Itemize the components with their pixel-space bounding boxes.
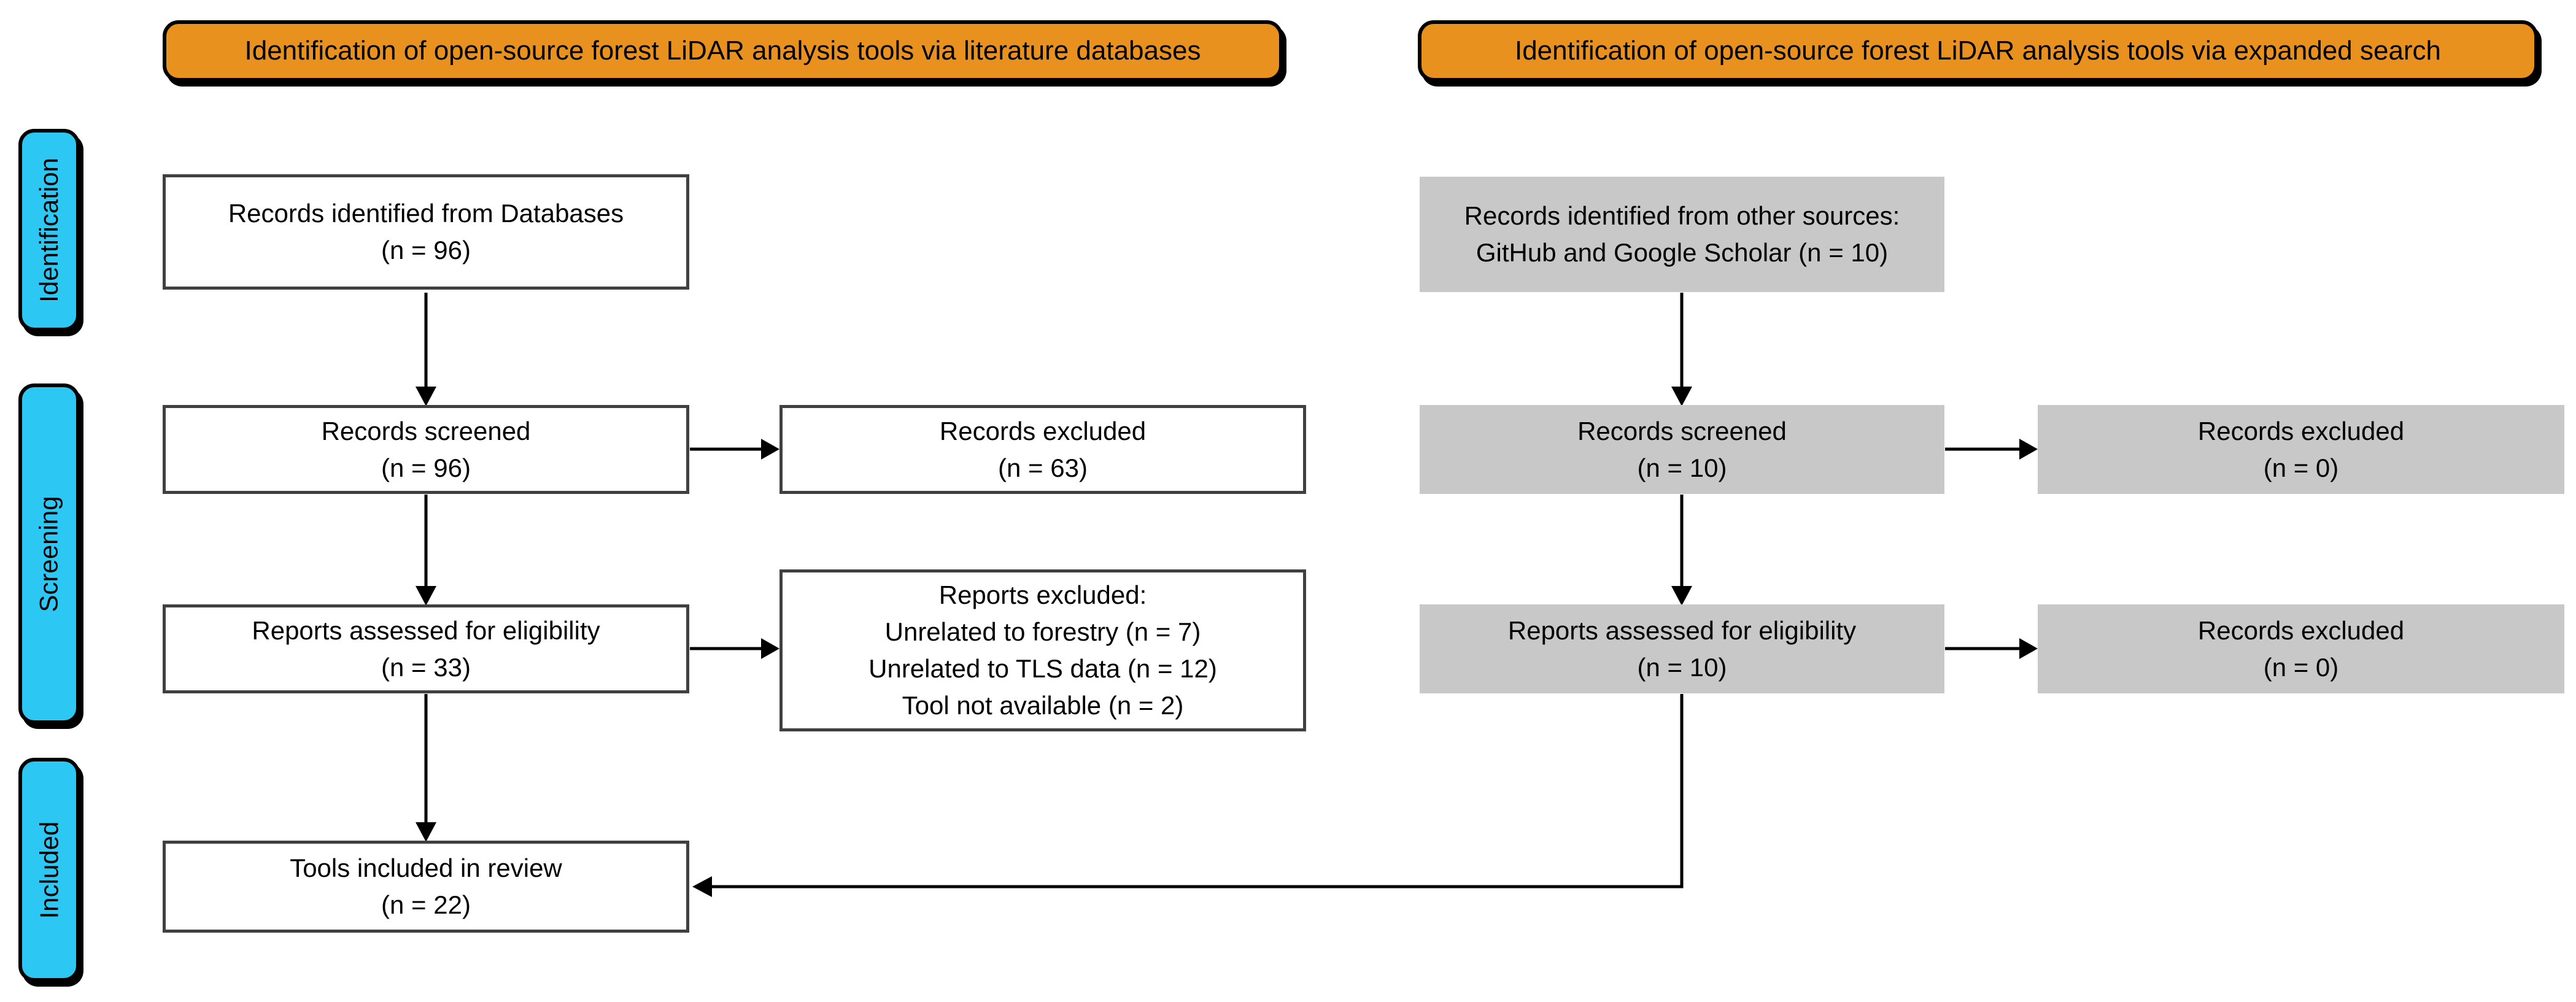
box-right-records-screened: Records screened (n = 10) [1420, 405, 1944, 494]
box-right-reports-excluded-count: (n = 0) [2263, 652, 2339, 682]
box-right-reports-assessed-count: (n = 10) [1637, 652, 1727, 682]
stage-screening: Screening [18, 383, 80, 724]
stage-identification-label: Identification [34, 158, 64, 303]
box-left-records-excluded-text: Records excluded [939, 416, 1147, 445]
arrowhead-right-screened [1671, 387, 1692, 406]
arrowhead-right-reports-excluded [2019, 638, 2038, 659]
arrowhead-left-screened [416, 387, 436, 406]
arrow-right-assessed-to-included-elbow [711, 694, 1684, 888]
box-left-reports-excluded-reason-2: Unrelated to TLS data (n = 12) [868, 654, 1217, 683]
box-tools-included-count: (n = 22) [381, 890, 471, 919]
box-tools-included: Tools included in review (n = 22) [163, 841, 689, 933]
box-right-reports-assessed: Reports assessed for eligibility (n = 10… [1420, 604, 1944, 693]
box-right-reports-assessed-text: Reports assessed for eligibility [1507, 615, 1857, 645]
box-right-records-identified-count: GitHub and Google Scholar (n = 10) [1476, 238, 1889, 267]
box-left-records-identified: Records identified from Databases (n = 9… [163, 174, 689, 290]
stage-identification: Identification [18, 129, 80, 331]
box-right-records-identified: Records identified from other sources: G… [1420, 177, 1944, 292]
arrowhead-left-reports-excluded [761, 638, 779, 659]
stage-screening-label: Screening [34, 495, 63, 612]
box-tools-included-text: Tools included in review [290, 854, 562, 882]
box-left-reports-assessed-count: (n = 33) [381, 652, 471, 682]
box-left-records-excluded: Records excluded (n = 63) [779, 405, 1306, 494]
box-right-records-excluded-text: Records excluded [2197, 416, 2405, 445]
arrowhead-left-assessed [416, 586, 436, 606]
arrowhead-left-included [416, 822, 436, 842]
box-right-reports-excluded-text: Records excluded [2197, 615, 2405, 645]
stage-included: Included [18, 758, 80, 982]
box-left-records-identified-text: Records identified from Databases [228, 199, 624, 228]
stage-included-label: Included [34, 821, 64, 919]
box-left-reports-excluded-reason-1: Unrelated to forestry (n = 7) [884, 617, 1201, 646]
box-right-records-screened-count: (n = 10) [1637, 453, 1727, 482]
box-left-records-screened-text: Records screened [321, 416, 531, 445]
box-right-reports-excluded: Records excluded (n = 0) [2038, 604, 2564, 693]
box-left-reports-assessed: Reports assessed for eligibility (n = 33… [163, 604, 689, 693]
box-left-records-screened-count: (n = 96) [381, 453, 471, 482]
box-left-records-screened: Records screened (n = 96) [163, 405, 689, 494]
arrowhead-right-records-excluded [2019, 439, 2038, 460]
box-right-records-identified-text: Records identified from other sources: [1464, 201, 1900, 230]
box-right-records-screened-text: Records screened [1577, 416, 1787, 445]
arrowhead-left-records-excluded [761, 439, 779, 460]
box-left-reports-excluded-reason-3: Tool not available (n = 2) [902, 691, 1184, 720]
header-literature-databases-label: Identification of open-source forest LiD… [244, 36, 1201, 66]
box-right-records-excluded-count: (n = 0) [2263, 453, 2339, 482]
box-left-records-identified-count: (n = 96) [381, 236, 471, 264]
box-left-reports-assessed-text: Reports assessed for eligibility [252, 615, 600, 645]
box-left-reports-excluded: Reports excluded: Unrelated to forestry … [779, 569, 1306, 731]
arrowhead-right-assessed [1671, 586, 1692, 606]
arrowhead-elbow-into-included [692, 876, 712, 897]
box-left-reports-excluded-title: Reports excluded: [938, 580, 1147, 609]
header-expanded-search: Identification of open-source forest LiD… [1418, 20, 2538, 82]
header-expanded-search-label: Identification of open-source forest LiD… [1514, 36, 2442, 66]
box-left-records-excluded-count: (n = 63) [998, 453, 1088, 482]
box-right-records-excluded: Records excluded (n = 0) [2038, 405, 2564, 494]
header-literature-databases: Identification of open-source forest LiD… [163, 20, 1283, 82]
